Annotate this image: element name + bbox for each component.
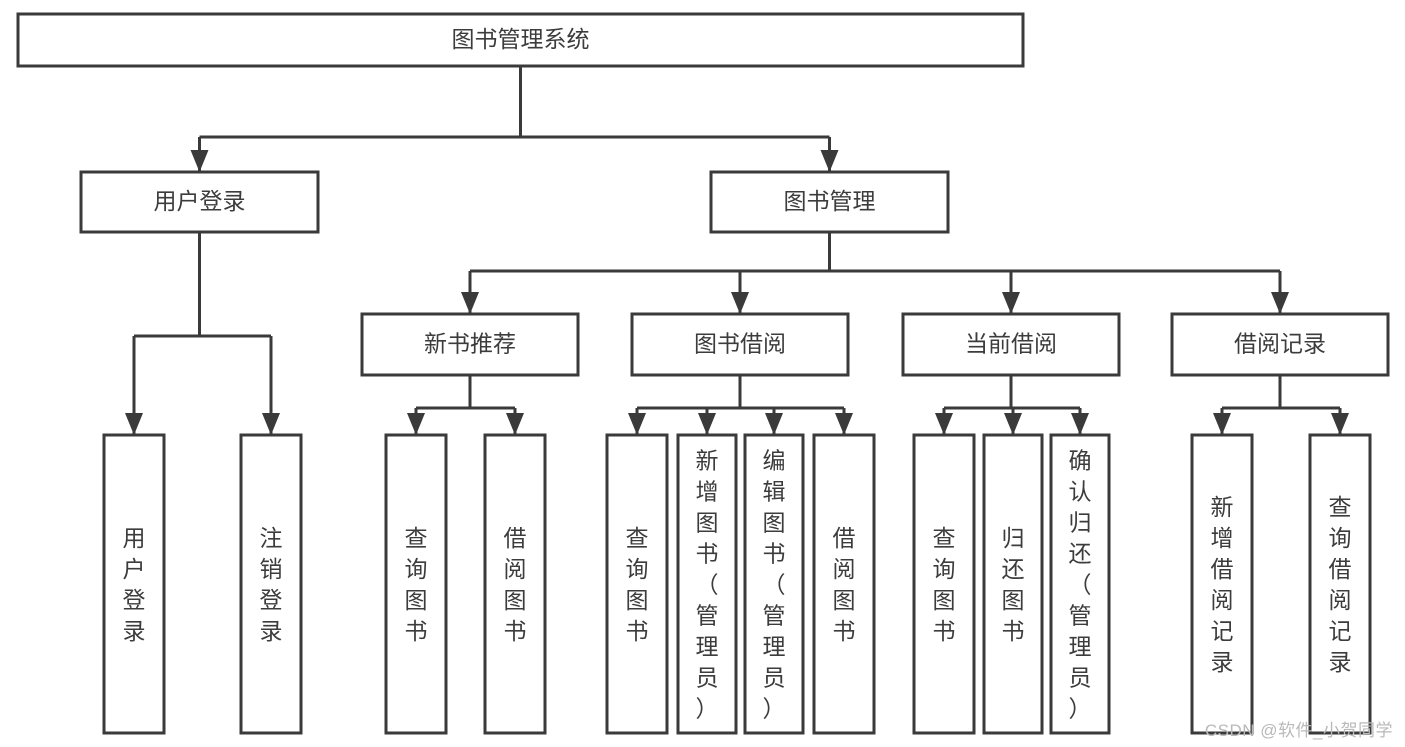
node-leaf-2[interactable]: 查询图书	[384, 433, 448, 735]
arrow-head-icon-root-1	[820, 150, 839, 172]
node-box	[102, 433, 166, 735]
csdn-watermark: CSDN @软件_小贺同学	[1204, 721, 1393, 740]
arrow-head-icon-book-mgmt-3	[1271, 292, 1289, 314]
node-label: 编辑图书（管理员）	[763, 448, 786, 722]
node-leaf-12[interactable]: 查询借阅记录	[1308, 433, 1372, 735]
arrow-head-icon-book-mgmt-2	[1002, 292, 1020, 314]
node-label: 借阅图书	[833, 525, 856, 644]
node-label: 归还图书	[1002, 525, 1025, 644]
node-box	[384, 433, 448, 735]
node-label: 新书推荐	[424, 331, 516, 357]
node-label: 图书管理	[784, 188, 876, 214]
connectors-layer	[125, 66, 1349, 435]
node-label: 用户登录	[123, 525, 146, 644]
node-level2-1[interactable]: 图书借阅	[630, 312, 850, 377]
node-level2-2[interactable]: 当前借阅	[901, 312, 1121, 377]
node-box	[901, 312, 1121, 377]
node-level2-3[interactable]: 借阅记录	[1170, 312, 1390, 377]
node-box	[676, 433, 738, 735]
node-leaf-7[interactable]: 借阅图书	[812, 433, 876, 735]
arrow-head-icon-l2-2-1	[1004, 413, 1022, 435]
node-level1-0[interactable]: 用户登录	[79, 170, 320, 234]
node-leaf-9[interactable]: 归还图书	[982, 433, 1044, 735]
node-label: 查询借阅记录	[1329, 494, 1352, 675]
node-leaf-8[interactable]: 查询图书	[912, 433, 976, 735]
node-label: 当前借阅	[965, 331, 1057, 357]
node-level2-0[interactable]: 新书推荐	[360, 312, 580, 377]
node-box	[812, 433, 876, 735]
node-box	[239, 433, 303, 735]
node-box	[1170, 312, 1390, 377]
node-leaf-6[interactable]: 编辑图书（管理员）	[743, 433, 805, 735]
node-box	[483, 433, 547, 735]
arrow-head-icon-l2-1-1	[698, 413, 716, 435]
arrow-head-icon-l2-2-2	[1071, 413, 1089, 435]
node-box	[360, 312, 580, 377]
arrow-head-icon-user-login-1	[262, 413, 280, 435]
node-label: 用户登录	[154, 188, 246, 214]
node-leaf-11[interactable]: 新增借阅记录	[1190, 433, 1254, 735]
node-leaf-3[interactable]: 借阅图书	[483, 433, 547, 735]
arrow-head-icon-book-mgmt-0	[461, 292, 479, 314]
node-label: 注销登录	[260, 525, 283, 644]
node-label: 查询图书	[933, 525, 956, 644]
node-box	[1308, 433, 1372, 735]
node-leaf-0[interactable]: 用户登录	[102, 433, 166, 735]
node-label: 图书管理系统	[452, 26, 590, 52]
node-leaf-4[interactable]: 查询图书	[605, 433, 669, 735]
node-box	[709, 170, 950, 234]
node-box	[912, 433, 976, 735]
node-label: 查询图书	[626, 525, 649, 644]
node-root[interactable]: 图书管理系统	[16, 12, 1025, 68]
node-label: 借阅记录	[1234, 331, 1326, 357]
arrow-head-icon-l2-1-2	[765, 413, 783, 435]
node-label: 查询图书	[405, 525, 428, 644]
node-box	[982, 433, 1044, 735]
node-label: 新增图书（管理员）	[696, 448, 719, 722]
arrow-head-icon-l2-0-1	[506, 413, 524, 435]
arrow-head-icon-l2-3-1	[1331, 413, 1349, 435]
node-leaf-5[interactable]: 新增图书（管理员）	[676, 433, 738, 735]
arrow-head-icon-l2-2-0	[935, 413, 953, 435]
node-box	[1049, 433, 1111, 735]
nodes-layer: 图书管理系统用户登录图书管理新书推荐图书借阅当前借阅借阅记录用户登录注销登录查询…	[16, 12, 1390, 735]
arrow-head-icon-book-mgmt-1	[731, 292, 749, 314]
node-box	[630, 312, 850, 377]
arrow-head-icon-l2-0-0	[407, 413, 425, 435]
arrow-head-icon-l2-3-0	[1213, 413, 1231, 435]
node-box	[79, 170, 320, 234]
node-label: 借阅图书	[504, 525, 527, 644]
node-label: 图书借阅	[694, 331, 786, 357]
node-box	[743, 433, 805, 735]
node-leaf-10[interactable]: 确认归还（管理员）	[1049, 433, 1111, 735]
node-box	[16, 12, 1025, 68]
arrow-head-icon-l2-1-3	[835, 413, 853, 435]
node-box	[605, 433, 669, 735]
node-leaf-1[interactable]: 注销登录	[239, 433, 303, 735]
arrow-head-icon-root-0	[190, 150, 209, 172]
arrow-head-icon-user-login-0	[125, 413, 143, 435]
node-level1-1[interactable]: 图书管理	[709, 170, 950, 234]
arrow-head-icon-l2-1-0	[628, 413, 646, 435]
node-label: 新增借阅记录	[1211, 494, 1234, 675]
node-label: 确认归还（管理员）	[1069, 448, 1092, 722]
node-box	[1190, 433, 1254, 735]
